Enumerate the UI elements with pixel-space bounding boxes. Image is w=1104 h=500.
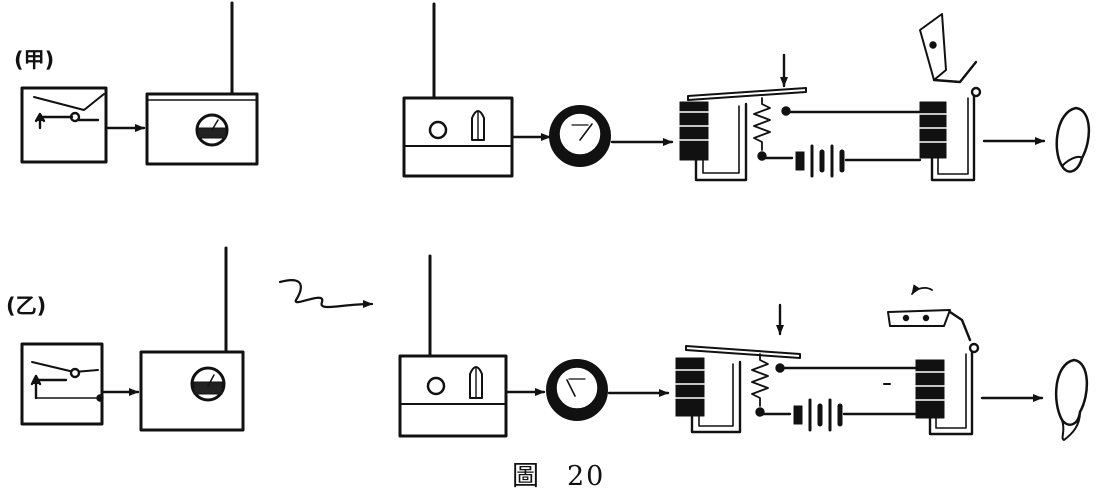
solenoid-yi — [887, 284, 980, 436]
lamp-yi — [1054, 358, 1089, 441]
switch-box-yi — [20, 342, 104, 426]
receiver-jia — [402, 2, 514, 178]
row-label-jia: (甲) — [14, 48, 55, 72]
transmitter-jia — [145, 1, 259, 166]
row-label-yi: (乙) — [6, 294, 47, 318]
relay-jia — [679, 53, 924, 182]
relay-yi — [675, 303, 920, 434]
caption-number: 20 — [567, 461, 606, 492]
lamp-jia — [1055, 106, 1091, 173]
receiver-yi — [398, 254, 508, 438]
caption-prefix: 圖 — [512, 461, 541, 492]
meter-jia — [549, 105, 611, 167]
switch-box-jia — [20, 86, 108, 164]
meter-yi — [546, 359, 608, 421]
transmitter-yi — [139, 246, 245, 432]
radio-wave-arrow — [278, 279, 374, 309]
figure-caption: 圖 20 — [512, 454, 631, 493]
solenoid-jia — [919, 13, 982, 182]
